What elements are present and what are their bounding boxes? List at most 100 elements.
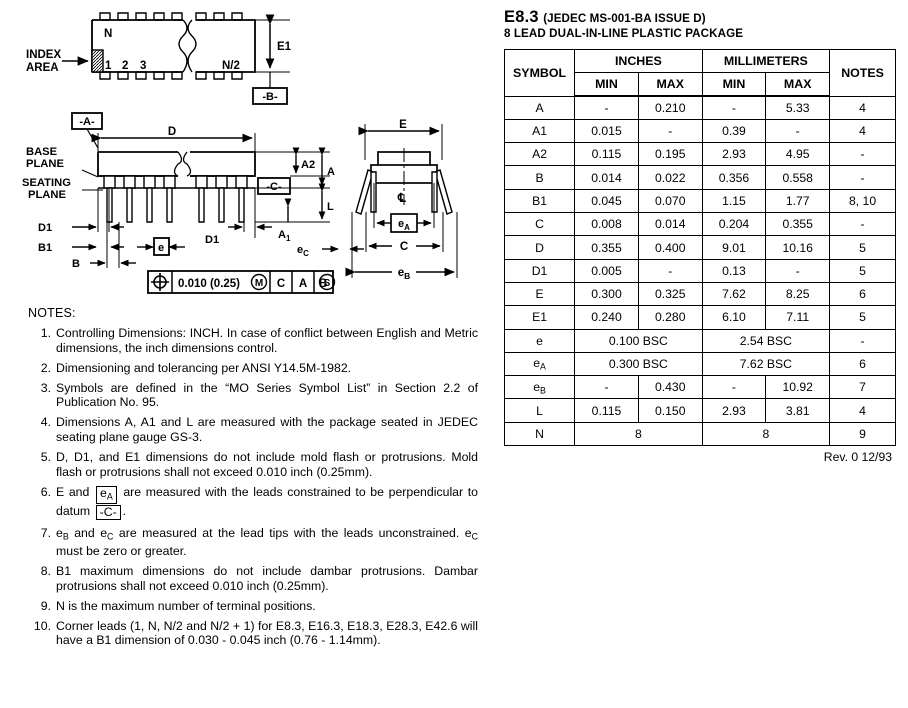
cell-mm-min: 1.15 <box>701 188 767 214</box>
note-number: 6. <box>40 484 51 499</box>
cell-mm-max: 10.92 <box>765 375 831 400</box>
note-number: 5. <box>40 450 51 465</box>
note-text: Controlling Dimensions: INCH. In case of… <box>56 326 478 355</box>
cell-mm-bsc: 7.62 BSC <box>701 351 831 377</box>
cell-symbol: D1 <box>503 258 576 283</box>
dim-e-box <box>153 237 170 256</box>
dim-label-b1: B1 <box>38 242 52 254</box>
dim-label-a1: A1 <box>278 229 291 243</box>
note-number: 9. <box>40 598 51 613</box>
cell-symbol: B <box>503 165 576 190</box>
note-number: 4. <box>40 415 51 430</box>
note-boxed-symbol: eA <box>95 485 117 505</box>
cell-symbol: B1 <box>503 188 576 214</box>
dim-label-ec: eC <box>297 244 309 258</box>
dim-label-a: A <box>327 166 335 178</box>
cell-inches-min: - <box>574 95 639 120</box>
notes-list: 1.Controlling Dimensions: INCH. In case … <box>26 326 478 648</box>
cell-mm-max: 5.33 <box>765 95 831 120</box>
cell-mm-min: 2.93 <box>701 142 767 167</box>
cell-mm-max: 0.558 <box>765 165 831 190</box>
cell-notes: 7 <box>829 375 896 400</box>
note-text: Corner leads (1, N, N/2 and N/2 + 1) for… <box>56 618 478 648</box>
cell-inches-min: 0.115 <box>574 142 639 167</box>
package-drawings: INDEX AREA N 1 2 3 N/2 E1 -B- <box>0 0 492 302</box>
dimension-table: SYMBOL INCHES MILLIMETERS NOTES MIN MAX … <box>503 48 896 447</box>
cell-symbol: A2 <box>503 142 576 167</box>
header-symbol: SYMBOL <box>503 49 576 97</box>
note-item: 3.Symbols are defined in the “MO Series … <box>26 381 478 410</box>
base-plane-label-1: BASE <box>26 146 58 158</box>
cell-notes: 4 <box>829 118 896 144</box>
package-jedec: (JEDEC MS-001-BA ISSUE D) <box>543 12 706 25</box>
dim-label-l: L <box>327 201 334 213</box>
cell-notes: 6 <box>829 281 896 307</box>
note-number: 10. <box>33 618 51 633</box>
control-frame-datum-a: A <box>299 278 307 290</box>
datum-c-box <box>257 177 291 195</box>
index-area-marker <box>91 49 104 73</box>
side-view: -A- D <box>22 112 364 294</box>
end-view: E ℄ eA <box>345 119 458 281</box>
note-text: E and eA are measured with the leads con… <box>56 484 478 521</box>
dim-label-d: D <box>168 126 176 138</box>
note-item: 8.B1 maximum dimensions do not include d… <box>26 564 478 593</box>
top-view: INDEX AREA N 1 2 3 N/2 E1 -B- <box>26 12 292 105</box>
note-text: Dimensioning and tolerancing per ANSI Y1… <box>56 360 352 375</box>
cell-notes: - <box>829 165 896 190</box>
cell-inches-max: 0.070 <box>637 188 703 214</box>
pin-label-3: 3 <box>140 60 146 72</box>
note-item: 2.Dimensioning and tolerancing per ANSI … <box>26 361 478 376</box>
cell-inches-max: 0.325 <box>637 281 703 307</box>
cell-symbol: N <box>503 421 576 447</box>
seating-plane-label-2: PLANE <box>28 189 66 201</box>
cell-symbol: D <box>503 235 576 260</box>
cell-notes: - <box>829 212 896 237</box>
cell-inches-max: 0.150 <box>637 398 703 423</box>
cell-inches-max: - <box>637 258 703 283</box>
dim-ea-box <box>390 213 418 233</box>
revision-label: Rev. 0 12/93 <box>823 450 892 465</box>
notes-section: NOTES: 1.Controlling Dimensions: INCH. I… <box>26 306 478 653</box>
cell-inches-max: 0.014 <box>637 212 703 237</box>
pin-label-1: 1 <box>105 60 112 72</box>
cell-mm-min: - <box>701 375 767 400</box>
cell-inches-min: 0.355 <box>574 235 639 260</box>
cell-mm-max: 1.77 <box>765 188 831 214</box>
cell-symbol: e <box>503 328 576 353</box>
cell-inches-max: 0.280 <box>637 305 703 330</box>
note-subscript-symbol: eC <box>100 525 114 542</box>
dim-label-d1-left: D1 <box>38 222 52 234</box>
cell-mm-min: 0.39 <box>701 118 767 144</box>
cell-inches-min: - <box>574 375 639 400</box>
centerline-symbol: ℄ <box>397 191 406 205</box>
cell-notes: 9 <box>829 421 896 447</box>
dim-label-b: B <box>72 258 80 270</box>
cell-notes: - <box>829 328 896 353</box>
cell-mm-min: - <box>701 95 767 120</box>
cell-inches-max: 0.400 <box>637 235 703 260</box>
note-item: 9.N is the maximum number of terminal po… <box>26 599 478 614</box>
note-text: Dimensions A, A1 and L are measured with… <box>56 415 478 445</box>
note-item: 6. E and eA are measured with the leads c… <box>26 484 478 521</box>
note-number: 8. <box>40 563 51 578</box>
cell-mm-max: 10.16 <box>765 235 831 260</box>
pin-label-n-half: N/2 <box>222 60 240 72</box>
pin-label-2: 2 <box>122 60 128 72</box>
header-millimeters: MILLIMETERS <box>701 48 831 74</box>
seating-plane-label-1: SEATING <box>22 177 71 189</box>
geometric-control-frame: 0.010 (0.25) M C A B S <box>147 270 336 294</box>
note-number: 7. <box>40 525 51 540</box>
